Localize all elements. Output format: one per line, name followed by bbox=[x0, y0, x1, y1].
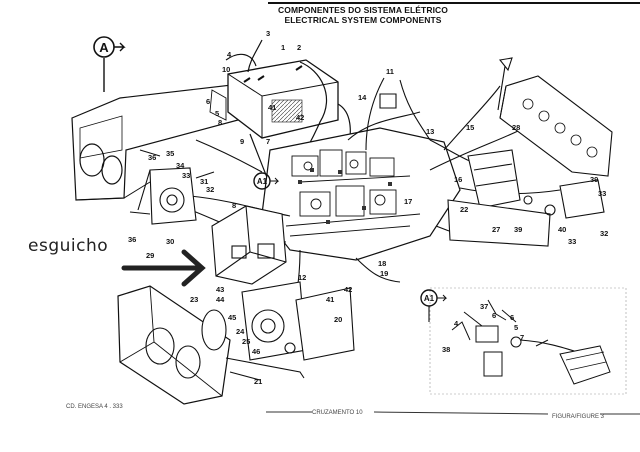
callout-2: 2 bbox=[297, 43, 301, 52]
handwritten-arrow bbox=[121, 249, 206, 287]
callout-29: 29 bbox=[146, 251, 154, 260]
callout-10: 10 bbox=[222, 65, 230, 74]
callout-8: 8 bbox=[218, 118, 222, 127]
page-title: COMPONENTES DO SISTEMA ELÉTRICO ELECTRIC… bbox=[278, 5, 448, 25]
callout-15: 15 bbox=[466, 123, 474, 132]
callout-numbers: 3 1 2 4 10 6 5 8 41 42 9 7 11 14 13 15 2… bbox=[128, 29, 608, 386]
callout-38: 38 bbox=[442, 345, 450, 354]
callout-19: 19 bbox=[380, 269, 388, 278]
shift-lever-and-pedals bbox=[447, 57, 605, 247]
view-a-badge: A bbox=[93, 36, 126, 92]
callout-18: 18 bbox=[378, 259, 386, 268]
washer-reservoir-assembly bbox=[211, 205, 287, 285]
callout-37: 37 bbox=[480, 302, 488, 311]
view-a1-detail-label: A1 bbox=[424, 294, 435, 303]
callout-45: 45 bbox=[228, 313, 236, 322]
callout-9: 9 bbox=[240, 137, 244, 146]
callout-39b: 39 bbox=[590, 175, 598, 184]
view-a1-badge-main: A1 bbox=[253, 172, 280, 190]
callout-30: 30 bbox=[166, 237, 174, 246]
callout-20: 20 bbox=[334, 315, 342, 324]
callout-34: 34 bbox=[176, 161, 185, 170]
callout-42: 42 bbox=[296, 113, 304, 122]
callout-23: 23 bbox=[190, 295, 198, 304]
lower-relay-assembly bbox=[225, 281, 355, 381]
callout-5: 5 bbox=[215, 109, 219, 118]
callout-33: 33 bbox=[182, 171, 190, 180]
callout-24: 24 bbox=[236, 327, 245, 336]
callout-8b: 8 bbox=[232, 201, 236, 210]
callout-35: 35 bbox=[166, 149, 174, 158]
title-portuguese: COMPONENTES DO SISTEMA ELÉTRICO bbox=[278, 5, 448, 15]
callout-43: 43 bbox=[216, 285, 224, 294]
callout-36b: 36 bbox=[128, 235, 136, 244]
instrument-panel-left bbox=[71, 83, 241, 201]
callout-44: 44 bbox=[216, 295, 225, 304]
callout-4: 4 bbox=[227, 50, 232, 59]
footer-figure-label: FIGURA/FIGURE 3 bbox=[552, 414, 605, 420]
callout-46: 46 bbox=[252, 347, 260, 356]
callout-41b: 41 bbox=[326, 295, 334, 304]
handwritten-annotation: esguicho bbox=[28, 236, 109, 256]
callout-42b: 42 bbox=[344, 285, 352, 294]
callout-21: 21 bbox=[254, 377, 262, 386]
engine-harness-assembly bbox=[261, 127, 461, 261]
callout-12: 12 bbox=[298, 273, 306, 282]
callout-4b: 4 bbox=[454, 319, 459, 328]
callout-22: 22 bbox=[460, 205, 468, 214]
callout-6b: 6 bbox=[492, 311, 496, 320]
callout-41: 41 bbox=[268, 103, 276, 112]
callout-6c: 6 bbox=[510, 313, 514, 322]
steering-column-switch bbox=[129, 149, 215, 225]
callout-33b: 33 bbox=[598, 189, 606, 198]
callout-27: 27 bbox=[492, 225, 500, 234]
callout-6: 6 bbox=[206, 97, 210, 106]
callout-14: 14 bbox=[358, 93, 367, 102]
callout-3: 3 bbox=[266, 29, 270, 38]
callout-16: 16 bbox=[454, 175, 462, 184]
view-a1-badge-detail: A1 bbox=[420, 289, 448, 322]
footer-document-code: CD. ENGESA 4 . 333 bbox=[66, 404, 123, 410]
callout-25: 25 bbox=[242, 337, 250, 346]
callout-11: 11 bbox=[386, 67, 394, 76]
callout-39: 39 bbox=[514, 225, 522, 234]
callout-32: 32 bbox=[206, 185, 214, 194]
callout-1: 1 bbox=[281, 43, 285, 52]
callout-32b: 32 bbox=[600, 229, 608, 238]
callout-33c: 33 bbox=[568, 237, 576, 246]
view-a1-inline-label: A1 bbox=[257, 177, 268, 186]
footer-center-text: CRUZAMENTO 10 bbox=[312, 410, 363, 416]
header-rule bbox=[268, 2, 640, 4]
callout-36: 36 bbox=[148, 153, 156, 162]
callout-28: 28 bbox=[512, 123, 520, 132]
callout-7: 7 bbox=[266, 137, 270, 146]
instrument-panel-right bbox=[499, 75, 613, 177]
headlight-housing bbox=[117, 285, 231, 405]
callout-40: 40 bbox=[558, 225, 566, 234]
detail-view-a1 bbox=[429, 287, 627, 395]
callout-31: 31 bbox=[200, 177, 208, 186]
callout-17: 17 bbox=[404, 197, 412, 206]
callout-5b: 5 bbox=[514, 323, 518, 332]
callout-7b: 7 bbox=[520, 333, 524, 342]
title-english: ELECTRICAL SYSTEM COMPONENTS bbox=[284, 15, 442, 25]
callout-13: 13 bbox=[426, 127, 434, 136]
footer-rules bbox=[266, 411, 640, 415]
battery bbox=[209, 59, 339, 139]
view-a-label: A bbox=[99, 40, 109, 55]
